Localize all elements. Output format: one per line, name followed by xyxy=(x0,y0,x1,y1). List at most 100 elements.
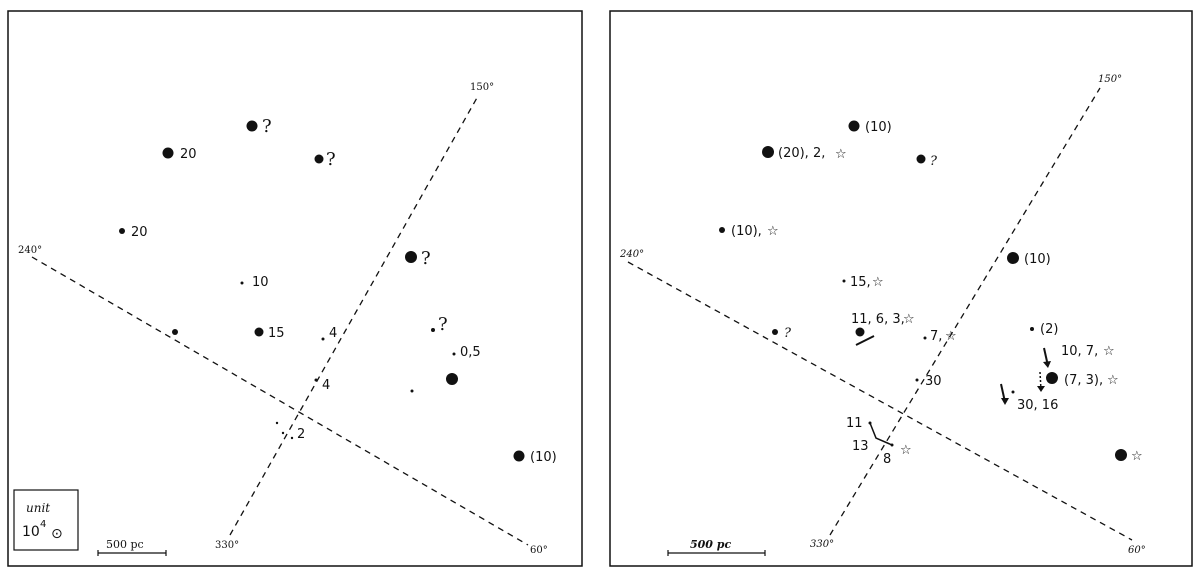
left-axis-label-240: 240° xyxy=(18,245,42,256)
right-point-tiny xyxy=(1011,390,1015,394)
right-point-large xyxy=(762,146,774,158)
right-point-large xyxy=(1046,372,1058,384)
left-label-p13: (10) xyxy=(530,450,557,465)
left-panel: 240° 150° 330° 60° ? 20 ? 20 ? 10 ? 15 4… xyxy=(7,10,583,567)
left-point-tiny xyxy=(281,431,285,435)
left-point-tiny xyxy=(275,421,279,425)
right-label-r1: (10) xyxy=(865,120,892,135)
right-point-large xyxy=(848,120,860,132)
left-point-medium xyxy=(314,154,324,164)
right-panel: 240° 150° 330° 60° (10) (20), 2, ☆ ? (10… xyxy=(609,10,1193,567)
left-point-tiny xyxy=(314,378,318,382)
right-connector-path xyxy=(869,422,893,446)
star-icon: ☆ xyxy=(903,312,915,327)
left-point-small xyxy=(172,329,178,335)
right-axis-label-60: 60° xyxy=(1128,545,1146,556)
left-point-tiny xyxy=(452,352,456,356)
right-label-r7: 11, 6, 3, xyxy=(851,312,905,327)
left-label-p5: 10 xyxy=(252,275,269,290)
right-arrowhead xyxy=(1037,386,1045,392)
right-axis-240-60 xyxy=(627,261,1133,541)
left-panel-frame xyxy=(7,10,583,567)
left-label-p9: 0,5 xyxy=(460,345,481,360)
left-label-p1: 20 xyxy=(180,147,197,162)
right-label-r5: (10) xyxy=(1024,252,1051,267)
left-label-p4: 20 xyxy=(131,225,148,240)
left-point-tiny xyxy=(410,389,414,393)
left-point-small xyxy=(119,228,125,234)
left-label-p8: ? xyxy=(438,314,448,335)
right-motion-vector xyxy=(1039,371,1042,391)
left-scale-label: 500 pc xyxy=(106,538,144,551)
left-point-large xyxy=(446,373,458,385)
right-scale-bar: 500 pc xyxy=(667,538,766,556)
right-panel-frame xyxy=(609,10,1193,567)
left-axis-label-330: 330° xyxy=(215,540,239,551)
right-label-r2: (20), 2, xyxy=(778,146,825,161)
right-label-r9: 7, xyxy=(930,329,942,344)
right-arrowhead xyxy=(1001,398,1009,405)
left-point-tiny xyxy=(321,337,325,341)
left-label-p2: ? xyxy=(262,116,272,137)
left-axis-240-60 xyxy=(31,256,529,546)
right-axis-label-150: 150° xyxy=(1098,74,1122,85)
right-axis-label-330: 330° xyxy=(810,539,834,550)
right-point-tiny xyxy=(915,378,919,382)
right-label-r3: ? xyxy=(930,154,938,169)
right-point-small xyxy=(719,227,725,233)
left-point-tiny xyxy=(240,281,244,285)
right-point-tiny xyxy=(842,279,846,283)
left-point-medium xyxy=(254,327,264,337)
right-label-r12: (7, 3), xyxy=(1064,373,1103,388)
unit-legend-value: 10 xyxy=(22,524,40,540)
left-point-large xyxy=(405,251,417,263)
star-icon: ☆ xyxy=(945,329,957,344)
star-icon: ☆ xyxy=(872,275,884,290)
unit-legend: unit 10 4 ⊙ xyxy=(13,489,79,551)
right-point-large xyxy=(1115,449,1127,461)
unit-legend-box xyxy=(13,489,79,551)
right-label-r10: (2) xyxy=(1040,322,1058,337)
right-label-r6: 15, xyxy=(850,275,871,290)
left-scale-bar: 500 pc xyxy=(97,538,167,556)
left-point-large xyxy=(246,120,258,132)
right-label-r13: 30 xyxy=(925,374,942,389)
unit-legend-title: unit xyxy=(26,501,50,515)
star-icon: ☆ xyxy=(1103,344,1115,359)
right-label-r15: 11 xyxy=(846,416,863,431)
unit-legend-exponent: 4 xyxy=(40,519,46,530)
left-label-p12: 2 xyxy=(297,427,305,442)
left-label-p10: 4 xyxy=(329,326,337,341)
right-label-r4: (10), xyxy=(731,224,762,239)
left-axis-label-150: 150° xyxy=(470,82,494,93)
left-label-p7: ? xyxy=(421,248,431,269)
left-axis-label-60: 60° xyxy=(530,545,548,556)
right-point-medium xyxy=(916,154,926,164)
right-label-r11: 10, 7, xyxy=(1061,344,1098,359)
right-arrowhead xyxy=(1043,361,1051,368)
right-point-tiny xyxy=(923,336,927,340)
right-label-r16: 13 xyxy=(852,439,869,454)
right-point-small xyxy=(772,329,778,335)
sun-symbol-icon: ⊙ xyxy=(51,526,63,542)
star-icon: ☆ xyxy=(767,224,779,239)
left-point-tiny xyxy=(431,328,435,332)
right-point-large xyxy=(1007,252,1019,264)
star-icon: ☆ xyxy=(835,147,847,162)
left-point-large xyxy=(162,147,174,159)
left-point-large xyxy=(513,450,525,462)
right-point-tiny xyxy=(1030,327,1034,331)
star-icon: ☆ xyxy=(1131,449,1143,464)
star-icon: ☆ xyxy=(1107,373,1119,388)
left-label-p3: ? xyxy=(326,149,336,170)
right-label-r17: 8 xyxy=(883,452,891,467)
left-axis-330-150 xyxy=(229,95,479,536)
right-point-tiny xyxy=(890,443,894,447)
right-axis-label-240: 240° xyxy=(619,249,644,260)
left-label-p6: 15 xyxy=(268,326,285,341)
right-point-medium xyxy=(855,327,865,337)
left-label-p11: 4 xyxy=(322,378,330,393)
left-point-tiny xyxy=(290,436,294,440)
